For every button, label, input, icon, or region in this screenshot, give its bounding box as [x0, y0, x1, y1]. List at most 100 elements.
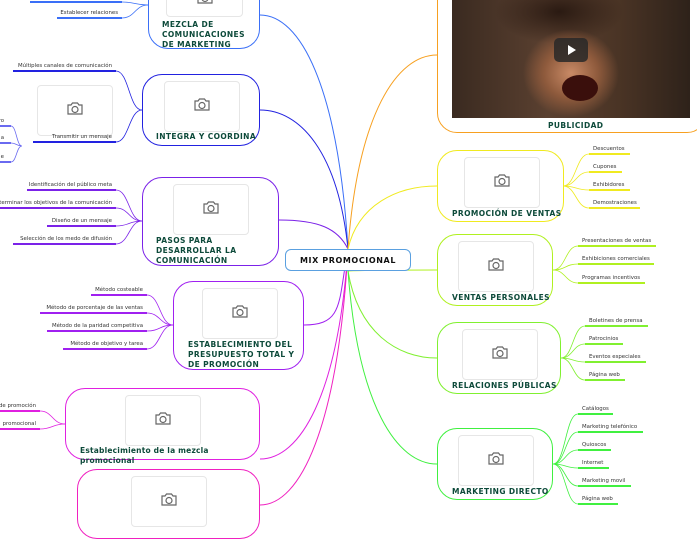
camera-icon — [231, 304, 249, 323]
branch-connector — [259, 14, 349, 250]
subtopic[interactable]: Quioscos — [582, 442, 607, 448]
subtopic[interactable]: Transmitir un mensaje — [52, 134, 112, 140]
topic-presupuesto[interactable]: ESTABLECIMIENTO DEL PRESUPUESTO TOTAL Y … — [173, 281, 304, 370]
connectors — [0, 1, 656, 506]
subtopic[interactable]: Eventos especiales — [589, 354, 641, 360]
subtopic[interactable]: Método costeable — [95, 287, 143, 293]
subtopic-connector — [552, 449, 579, 465]
subtopic[interactable]: Marketing movil — [582, 478, 626, 484]
image-placeholder — [202, 288, 278, 339]
subtopic-connector — [115, 207, 143, 222]
branch-connector — [278, 219, 349, 250]
subtopic[interactable]: Determinar los objetivos de la comunicac… — [0, 200, 112, 206]
subtopic-connector — [146, 324, 174, 350]
subtopic[interactable]: a — [0, 135, 4, 141]
subtopic[interactable]: Descuentos — [593, 146, 625, 152]
subtopic-connector — [552, 431, 579, 465]
subtopic[interactable]: Método de porcentaje de las ventas — [46, 305, 143, 311]
play-icon[interactable] — [554, 38, 588, 62]
topic-title: MEZCLA DE COMUNICACIONES DE MARKETING — [162, 20, 245, 49]
subtopic[interactable]: Catálogos — [582, 406, 609, 412]
subtopic-connector — [552, 245, 579, 271]
image-placeholder — [458, 435, 534, 486]
camera-icon — [202, 200, 220, 219]
subtopic-connector — [10, 142, 23, 147]
subtopic-connector — [121, 1, 149, 6]
subtopic[interactable]: de promoción — [0, 403, 36, 409]
image-placeholder — [125, 395, 201, 446]
subtopic[interactable]: e — [0, 154, 4, 160]
subtopic[interactable]: Método de objetivo y tarea — [70, 341, 143, 347]
subtopic[interactable]: Cupones — [593, 164, 617, 170]
image-placeholder — [462, 329, 538, 380]
subtopic[interactable]: Demostraciones — [593, 200, 637, 206]
topic-promocion-ventas[interactable]: PROMOCIÓN DE VENTAS — [437, 150, 564, 222]
subtopic-connector — [562, 185, 590, 209]
topic-bottom[interactable] — [77, 469, 260, 539]
subtopic[interactable]: Identificación del público meta — [28, 182, 112, 188]
subtopic-connector — [552, 413, 579, 465]
video-image — [562, 75, 598, 101]
subtopic[interactable]: Método de la paridad competitiva — [51, 323, 143, 329]
topic-relaciones-publicas[interactable]: RELACIONES PÚBLICAS — [437, 322, 561, 394]
subtopic-connector — [115, 189, 143, 222]
branch-connector — [259, 109, 349, 250]
subtopic-connector — [10, 125, 23, 147]
subtopic[interactable]: Presentaciones de ventas — [582, 238, 652, 244]
topic-title: RELACIONES PÚBLICAS — [452, 381, 557, 390]
image-placeholder — [173, 184, 249, 235]
branch-connector — [259, 248, 349, 506]
camera-icon — [160, 492, 178, 511]
subtopic[interactable]: Patrocinios — [589, 336, 619, 342]
subtopic[interactable]: Diseño de un mensaje — [51, 218, 112, 224]
subtopic[interactable]: Exhibidores — [593, 182, 625, 188]
topic-title: PROMOCIÓN DE VENTAS — [452, 209, 562, 218]
topic-title: PUBLICIDAD — [548, 121, 604, 130]
subtopic-connector — [560, 357, 586, 381]
subtopic[interactable]: Internet — [582, 460, 604, 466]
subtopic[interactable]: Página web — [582, 496, 613, 502]
topic-ventas-personales[interactable]: VENTAS PERSONALES — [437, 234, 553, 306]
subtopic[interactable]: Marketing telefónico — [582, 424, 638, 430]
branch-connector — [347, 270, 438, 465]
subtopic-connector — [562, 171, 590, 187]
subtopic[interactable]: ro — [0, 118, 4, 124]
topic-title: INTEGRA Y COORDINA — [156, 132, 257, 141]
topic-integra-coordina[interactable]: INTEGRA Y COORDINA — [142, 74, 260, 146]
camera-icon — [193, 97, 211, 116]
video-thumbnail[interactable] — [452, 0, 690, 118]
subtopic[interactable]: promocional — [2, 421, 36, 427]
camera-icon — [493, 173, 511, 192]
subtopic[interactable]: Forma persuasiva — [70, 0, 118, 1]
subtopic-connector — [39, 423, 66, 430]
subtopic-connector — [115, 109, 143, 143]
subtopic[interactable]: Selección de los medo de difusión — [20, 236, 112, 242]
subtopic[interactable]: Programas incentivos — [582, 275, 641, 281]
subtopic-connector — [115, 70, 143, 111]
image-placeholder — [464, 157, 540, 208]
subtopic[interactable]: Exhibiciones comerciales — [582, 256, 650, 262]
subtopic[interactable]: Múltiples canales de comunicación — [18, 63, 112, 69]
central-topic[interactable]: MIX PROMOCIONAL — [285, 249, 411, 271]
camera-icon — [487, 451, 505, 470]
subtopic-connector — [146, 312, 174, 326]
subtopic-connector — [10, 145, 23, 163]
subtopic-connector — [552, 269, 579, 284]
topic-marketing-directo[interactable]: MARKETING DIRECTO — [437, 428, 553, 500]
branch-connector — [347, 54, 438, 250]
subtopic[interactable]: Establecer relaciones — [60, 10, 118, 16]
topic-pasos-comunicacion[interactable]: PASOS PARA DESARROLLAR LA COMUNICACIÓN — [142, 177, 279, 266]
subtopic-connector — [552, 463, 579, 505]
subtopic[interactable]: Página web — [589, 372, 620, 378]
subtopic-connector — [560, 343, 586, 359]
camera-icon — [196, 0, 214, 9]
topic-title: VENTAS PERSONALES — [452, 293, 550, 302]
image-placeholder-transmitir — [37, 85, 113, 136]
branch-connector — [259, 248, 349, 460]
topic-mezcla-comunicaciones[interactable]: MEZCLA DE COMUNICACIONES DE MARKETING — [148, 0, 260, 49]
subtopic[interactable]: Boletines de prensa — [589, 318, 643, 324]
topic-mezcla-promocional[interactable]: Establecimiento de la mezcla promocional — [65, 388, 260, 465]
camera-icon — [487, 257, 505, 276]
branch-connector — [347, 270, 438, 359]
subtopic-connector — [552, 263, 579, 271]
